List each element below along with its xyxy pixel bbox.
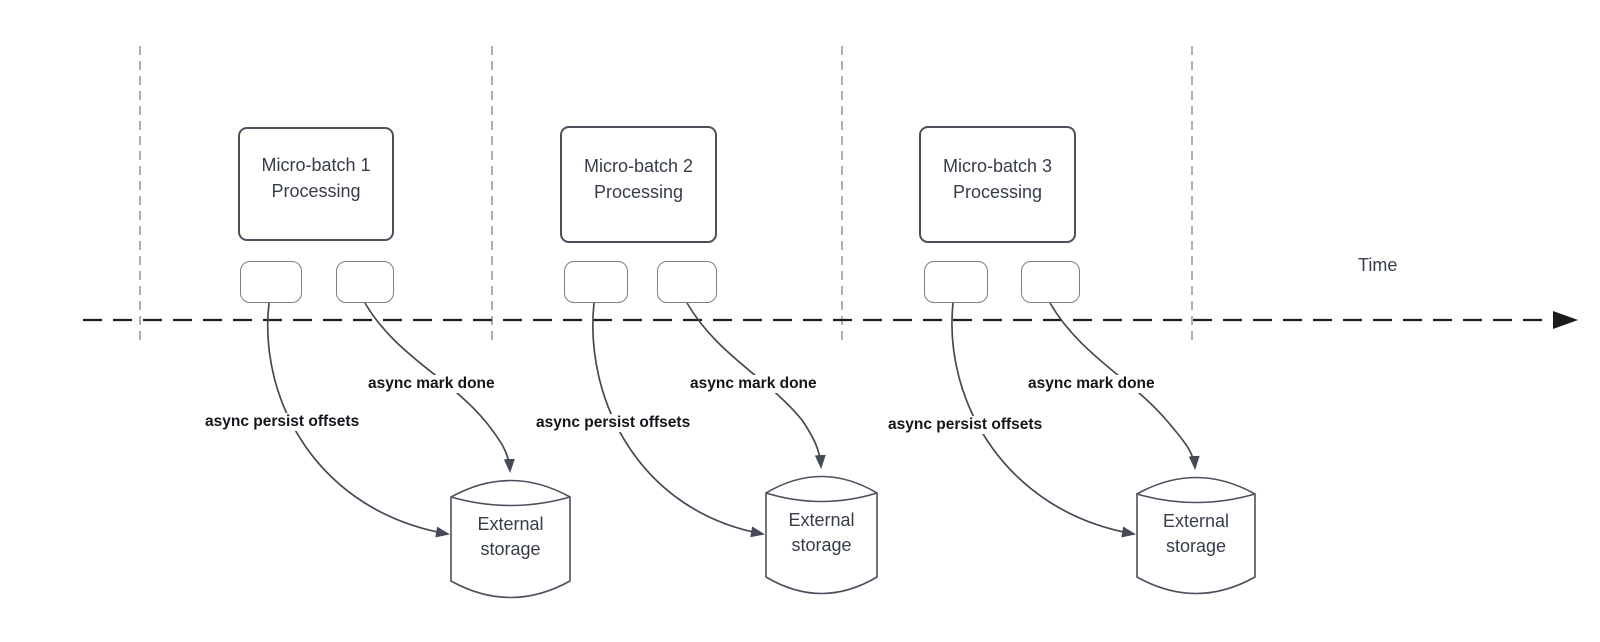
persist-offsets-task-box [564, 261, 628, 303]
persist-offsets-arrow [267, 302, 450, 538]
external-storage-cylinder [765, 475, 878, 595]
mark-done-label: async mark done [687, 375, 820, 393]
micro-batch-subtitle: Processing [593, 181, 684, 202]
micro-batch-title: Micro-batch 3 [942, 155, 1053, 176]
external-storage-label-line2: storage [791, 535, 852, 555]
external-storage-label-line2: storage [1165, 536, 1227, 556]
external-storage-label-line1: External [477, 514, 544, 534]
time-axis [83, 311, 1578, 329]
persist-offsets-task-box [240, 261, 302, 303]
micro-batch-box: Micro-batch 2 Processing [560, 126, 717, 243]
persist-offsets-task-box [924, 261, 988, 303]
micro-batch-box: Micro-batch 1 Processing [238, 127, 394, 241]
external-storage-label: External storage [451, 512, 570, 562]
persist-offsets-label: async persist offsets [885, 416, 1046, 434]
persist-offsets-arrow [592, 302, 765, 538]
mark-done-arrow [686, 302, 826, 469]
mark-done-arrow [1049, 302, 1200, 470]
external-storage-label: External storage [766, 508, 877, 558]
external-storage-label: External storage [1137, 509, 1255, 559]
time-guide-lines [139, 46, 1193, 341]
micro-batch-subtitle: Processing [952, 181, 1043, 202]
mark-done-label: async mark done [1025, 375, 1158, 393]
mark-done-arrow [364, 302, 515, 473]
external-storage-label-line2: storage [480, 539, 541, 559]
micro-batch-subtitle: Processing [271, 181, 361, 201]
mark-done-task-box [1021, 261, 1080, 303]
external-storage-label-line1: External [1162, 511, 1230, 531]
micro-batch-box: Micro-batch 3 Processing [919, 126, 1076, 243]
external-storage-label-line1: External [788, 510, 855, 530]
micro-batch-title: Micro-batch 1 [261, 155, 371, 175]
persist-offsets-arrow [951, 302, 1136, 538]
persist-offsets-label: async persist offsets [533, 414, 694, 432]
micro-batch-title: Micro-batch 2 [583, 155, 694, 176]
time-axis-label: Time [1358, 255, 1398, 275]
persist-offsets-label: async persist offsets [202, 413, 363, 431]
external-storage-cylinder [450, 479, 571, 599]
mark-done-task-box [336, 261, 394, 303]
async-arrows [267, 302, 1200, 538]
external-storage-cylinder [1136, 476, 1256, 595]
mark-done-label: async mark done [365, 375, 498, 393]
storage-cylinders [450, 475, 1256, 599]
mark-done-task-box [657, 261, 717, 303]
time-axis-arrowhead-icon [1553, 311, 1578, 329]
